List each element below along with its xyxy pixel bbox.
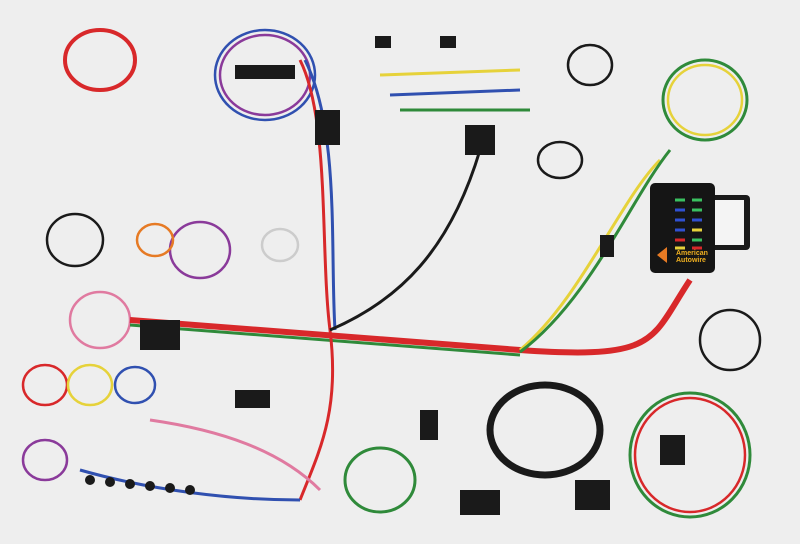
connectors	[85, 36, 685, 515]
fuse-box	[650, 183, 750, 273]
wire-loops	[21, 28, 762, 519]
